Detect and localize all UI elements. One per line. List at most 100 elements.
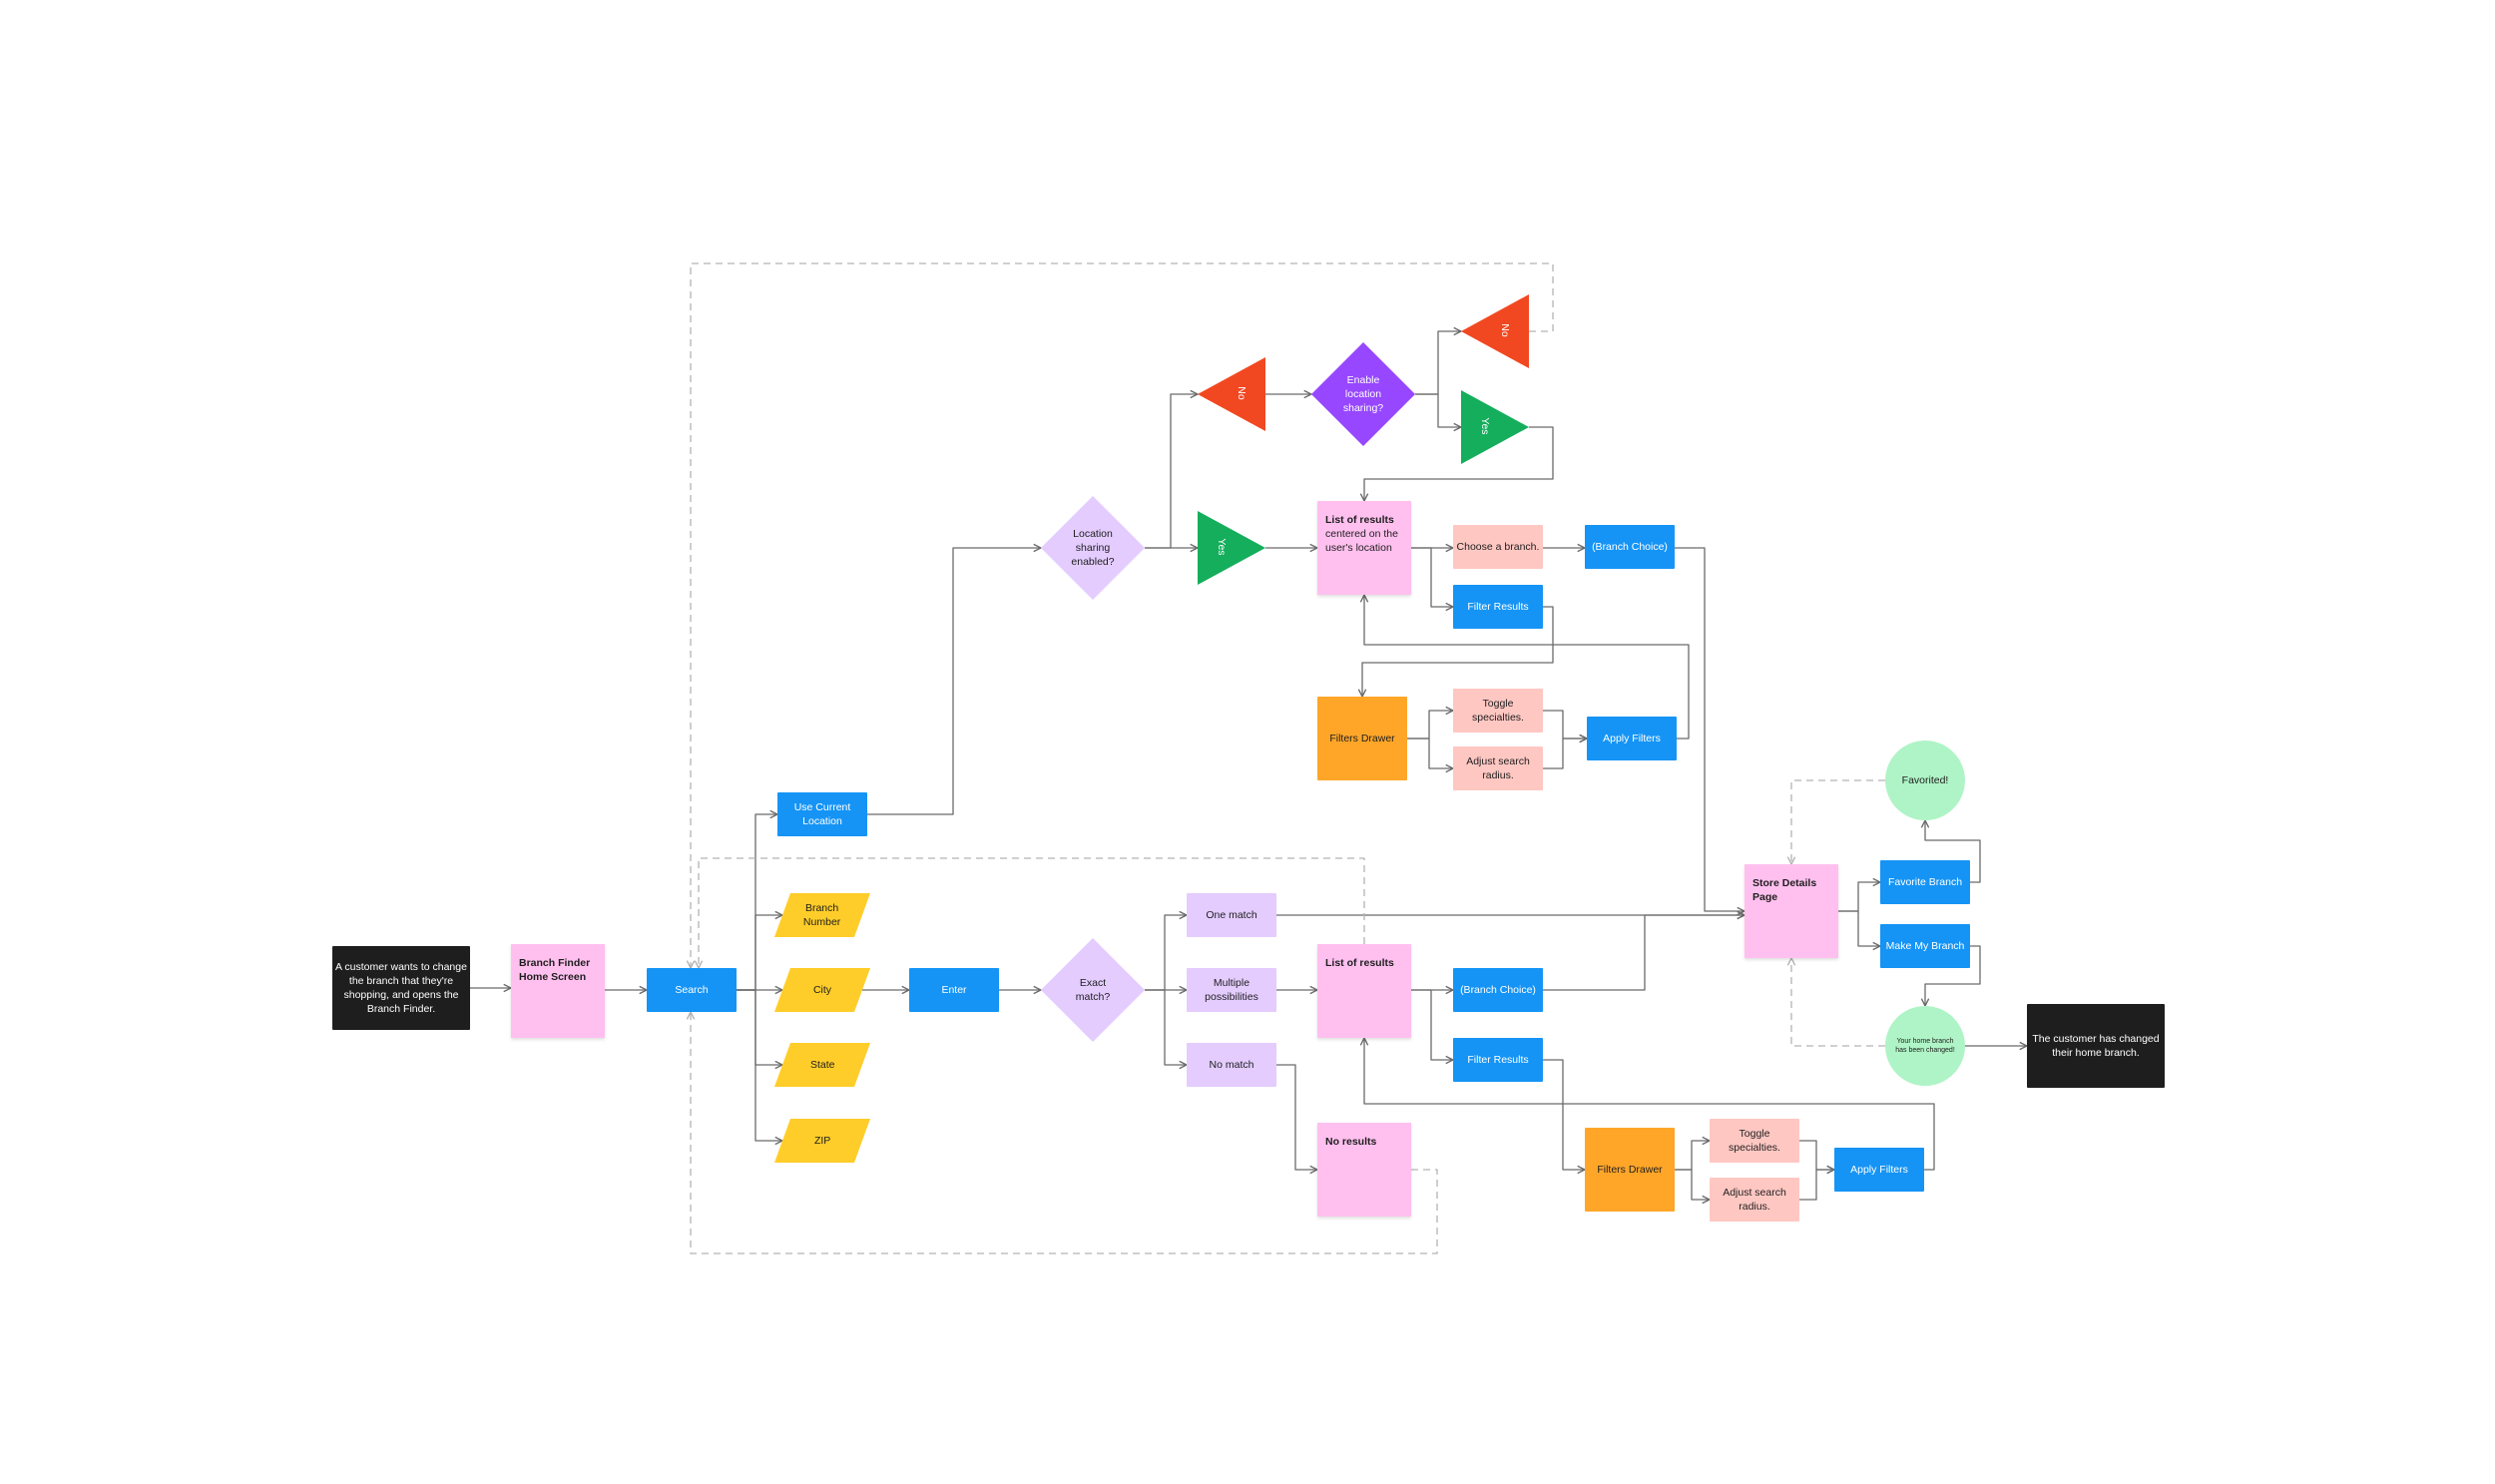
node-search[interactable]: Search [647,968,737,1012]
edge-apply_b-to-list_b [1364,1038,1935,1171]
node-label: Filters Drawer [1597,1163,1663,1176]
node-enter[interactable]: Enter [909,968,999,1012]
node-city[interactable]: City [773,968,871,1012]
node-use-loc[interactable]: Use Current Location [777,792,867,836]
node-label: ZIP [813,1134,831,1147]
node-branch-choice-b[interactable]: (Branch Choice) [1453,968,1543,1012]
node-label: No match [1209,1058,1254,1071]
node-label: Favorite Branch [1887,875,1963,888]
node-one-match[interactable]: One match [1187,893,1276,937]
edge-loc_sharing-to-no1 [1145,394,1198,549]
edge-list_t-to-filter_t [1411,547,1453,607]
node-home-changed[interactable]: Your home branch has been changed! [1885,1006,1965,1086]
edge-enable-to-no2 [1415,331,1461,395]
edge-radius_t-to-apply_t [1543,739,1587,769]
node-drawer-b[interactable]: Filters Drawer [1585,1128,1675,1212]
node-favorited[interactable]: Favorited! [1885,741,1965,820]
node-yes1-branch[interactable]: Yes [1198,511,1265,585]
node-no1-branch[interactable]: No [1198,357,1265,431]
node-label: The customer has changed their home bran… [2032,1032,2160,1059]
node-label: Apply Filters [1603,732,1661,744]
node-label: Filter Results [1467,1053,1529,1066]
edge-search-to-state [737,989,782,1065]
edge-no2-to-search [691,262,1554,968]
node-store[interactable]: Store Details Page [1745,864,1838,958]
node-state[interactable]: State [773,1043,871,1087]
node-title: No results [1325,1136,1377,1148]
edge-list_b-to-search [699,857,1365,968]
node-exact-decision[interactable]: Exact match? [1041,938,1145,1042]
node-label: Branch Number [803,901,841,928]
node-label: (Branch Choice) [1592,540,1668,553]
edge-no_match-to-no_results [1276,1064,1317,1170]
node-fav-btn[interactable]: Favorite Branch [1880,860,1970,904]
node-apply-t[interactable]: Apply Filters [1587,717,1677,760]
edge-drawer_b-to-toggle_b [1675,1141,1710,1171]
node-label: Exact match? [1075,976,1111,1003]
edge-search-to-use_loc [737,814,777,991]
node-label: Make My Branch [1885,939,1965,952]
node-label: Toggle specialties. [1472,697,1524,724]
edge-fav_btn-to-favorited [1925,820,1981,883]
node-body: centered on the user's location [1325,528,1398,555]
edge-yes2-to-list_t [1364,426,1554,501]
node-end[interactable]: The customer has changed their home bran… [2027,1004,2165,1088]
node-label: Filter Results [1467,600,1529,613]
node-label: Adjust search radius. [1466,754,1530,781]
edge-apply_t-to-list_t [1364,595,1690,740]
edge-no_results-to-search [691,1012,1438,1254]
node-filter-b[interactable]: Filter Results [1453,1038,1543,1082]
edge-branch_choice_t-to-store [1675,547,1745,911]
node-toggle-t[interactable]: Toggle specialties. [1453,689,1543,733]
node-label: Apply Filters [1850,1163,1908,1176]
node-label: Choose a branch. [1456,540,1540,553]
node-loc-sharing-decision[interactable]: Location sharing enabled? [1041,496,1145,600]
node-filter-t[interactable]: Filter Results [1453,585,1543,629]
node-apply-b[interactable]: Apply Filters [1834,1148,1924,1192]
node-no-results[interactable]: No results [1317,1123,1411,1217]
node-label: City [812,983,832,996]
node-zip[interactable]: ZIP [773,1119,871,1163]
node-title: Branch Finder Home Screen [519,957,591,984]
edge-filter_t-to-drawer_t [1362,606,1554,697]
node-radius-b[interactable]: Adjust search radius. [1710,1178,1799,1222]
node-no-match[interactable]: No match [1187,1043,1276,1087]
node-label: No [1235,386,1248,400]
node-label: Yes [1216,538,1229,556]
node-multi[interactable]: Multiple possibilities [1187,968,1276,1012]
edge-filter_b-to-drawer_b [1543,1059,1585,1170]
node-branch-choice-t[interactable]: (Branch Choice) [1585,525,1675,569]
node-home[interactable]: Branch Finder Home Screen [511,944,605,1038]
node-label: Adjust search radius. [1723,1186,1786,1213]
node-label: Toggle specialties. [1729,1127,1780,1154]
node-toggle-b[interactable]: Toggle specialties. [1710,1119,1799,1163]
node-label: Search [675,983,709,996]
node-yes2-branch[interactable]: Yes [1461,390,1529,464]
node-start[interactable]: A customer wants to change the branch th… [332,946,470,1030]
node-list-b[interactable]: List of results [1317,944,1411,1038]
node-title: List of results [1325,957,1394,969]
node-label: Enable location sharing? [1342,373,1384,415]
node-label: A customer wants to change the branch th… [335,960,467,1016]
node-branch-num[interactable]: Branch Number [773,893,871,937]
edge-favorited-to-store [1791,779,1885,864]
edge-use_loc-to-loc_sharing [867,548,1041,815]
node-no2-branch[interactable]: No [1461,294,1529,368]
node-label: No [1498,323,1511,337]
node-enable-decision[interactable]: Enable location sharing? [1311,342,1415,446]
node-label: Use Current Location [793,800,851,827]
node-make-my[interactable]: Make My Branch [1880,924,1970,968]
node-radius-t[interactable]: Adjust search radius. [1453,746,1543,790]
node-drawer-t[interactable]: Filters Drawer [1317,697,1407,780]
edge-drawer_b-to-radius_b [1675,1169,1710,1200]
edge-home_changed-to-store [1791,958,1885,1047]
node-choose[interactable]: Choose a branch. [1453,525,1543,569]
edge-exact-to-no_match [1145,989,1187,1065]
edge-drawer_t-to-toggle_t [1407,711,1453,740]
edge-radius_b-to-apply_b [1799,1170,1834,1201]
node-label: (Branch Choice) [1460,983,1536,996]
node-label: Multiple possibilities [1205,976,1258,1003]
